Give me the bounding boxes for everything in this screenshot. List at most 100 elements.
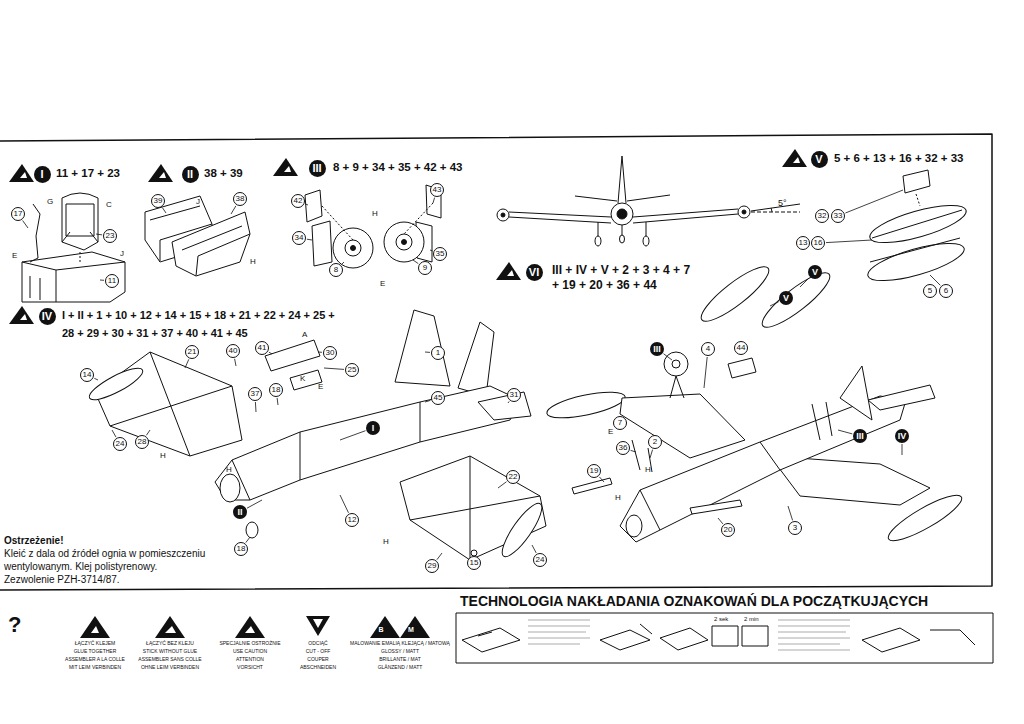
callout-text: 35 bbox=[436, 250, 445, 258]
leader-line bbox=[340, 431, 366, 440]
callout-number: 45 bbox=[431, 391, 445, 405]
leader-line bbox=[413, 260, 418, 264]
leader-line bbox=[231, 206, 236, 214]
callout-number: 41 bbox=[255, 341, 269, 355]
callout-number: 25 bbox=[345, 363, 359, 377]
subassembly-marker: V bbox=[779, 291, 793, 305]
callout-number: 43 bbox=[430, 183, 444, 197]
callout-text: 20 bbox=[724, 526, 733, 534]
part-label: E bbox=[12, 251, 17, 260]
callout-text: 32 bbox=[818, 212, 827, 220]
front-view-aircraft bbox=[497, 156, 800, 246]
part-label: E bbox=[318, 382, 323, 391]
callout-text: 38 bbox=[236, 195, 245, 203]
part-label: ŁĄCZYĆ KLEJEM bbox=[75, 641, 116, 647]
leader-line bbox=[112, 430, 116, 437]
callout-text: 6 bbox=[944, 287, 948, 295]
subassembly-marker: IV bbox=[895, 429, 909, 443]
leader-line bbox=[235, 359, 236, 366]
leader-line bbox=[437, 553, 442, 560]
callout-text: 18 bbox=[237, 545, 246, 553]
part-label: Zezwolenie PZH-3714/87. bbox=[4, 574, 120, 586]
callout-text: 39 bbox=[154, 197, 163, 205]
part-label: H bbox=[383, 537, 389, 546]
callout-number: 33 bbox=[831, 209, 845, 223]
leader-line bbox=[430, 250, 433, 251]
glue-icons bbox=[9, 149, 807, 324]
callout-number: 19 bbox=[587, 464, 601, 478]
callout-text: 42 bbox=[294, 197, 303, 205]
part-label: ODCIĄĆ bbox=[308, 641, 327, 647]
part-label: J bbox=[196, 197, 200, 206]
leader-line bbox=[100, 280, 104, 281]
callout-text: 18 bbox=[272, 386, 281, 394]
callout-number: 7 bbox=[613, 416, 627, 430]
callout-text: V bbox=[783, 294, 789, 303]
callout-text: 40 bbox=[229, 347, 238, 355]
callout-text: 15 bbox=[470, 559, 479, 567]
leader-line bbox=[340, 495, 349, 513]
part-label: G bbox=[47, 197, 53, 206]
callout-number: 6 bbox=[939, 284, 953, 298]
exploded-airframe bbox=[86, 310, 548, 561]
part-label: H bbox=[645, 465, 651, 474]
callout-text: 2 bbox=[653, 438, 657, 446]
leader-line bbox=[845, 190, 903, 213]
callout-number: 34 bbox=[292, 231, 306, 245]
callout-text: 25 bbox=[348, 366, 357, 374]
callout-text: 21 bbox=[188, 348, 197, 356]
callout-number: 29 bbox=[425, 559, 439, 573]
assembled-aircraft bbox=[545, 259, 967, 547]
part-label: III + IV + V + 2 + 3 + 4 + 7 + 19 + 20 +… bbox=[552, 263, 696, 293]
leader-line bbox=[704, 357, 707, 388]
callout-number: 15 bbox=[467, 556, 481, 570]
callout-number: 32 bbox=[815, 209, 829, 223]
callout-number: 44 bbox=[734, 341, 748, 355]
callout-number: 36 bbox=[616, 441, 630, 455]
part-label: STICK WITHOUT GLUE bbox=[143, 649, 197, 655]
part-label: ABSCHNEIDEN bbox=[300, 665, 336, 671]
callout-number: 2 bbox=[648, 435, 662, 449]
callout-number: 9 bbox=[418, 261, 432, 275]
part-label: 11 + 17 + 23 bbox=[56, 167, 120, 180]
part-label: M bbox=[408, 626, 414, 634]
leader-line bbox=[498, 482, 507, 488]
subassembly-marker: III bbox=[650, 342, 664, 356]
part-label: J bbox=[120, 249, 124, 258]
callout-number: 11 bbox=[105, 274, 119, 288]
part-label: MIT LEIM VERBINDEN bbox=[69, 665, 121, 671]
part-label: 5° bbox=[778, 198, 787, 208]
step-badge: III bbox=[309, 160, 326, 177]
step-badge: II bbox=[182, 166, 199, 183]
callout-number: 1 bbox=[431, 346, 445, 360]
callout-text: 30 bbox=[326, 349, 335, 357]
leader-line bbox=[324, 368, 344, 369]
callout-text: 11 bbox=[108, 277, 116, 285]
callout-number: 35 bbox=[433, 247, 447, 261]
part-label: A bbox=[302, 330, 307, 339]
part-label: ? bbox=[8, 612, 21, 637]
callout-text: 12 bbox=[348, 516, 357, 524]
callout-text: II bbox=[187, 169, 193, 180]
part-label: SPECJALNIE OSTROŻNIE bbox=[219, 641, 280, 647]
leader-line bbox=[532, 545, 536, 553]
callout-number: 37 bbox=[248, 387, 262, 401]
callout-text: 34 bbox=[295, 234, 304, 242]
callout-text: III bbox=[653, 345, 661, 354]
callout-text: III bbox=[312, 163, 321, 174]
callout-text: 7 bbox=[618, 419, 622, 427]
landing-gear bbox=[305, 185, 441, 268]
callout-text: 4 bbox=[706, 345, 710, 353]
callout-text: 19 bbox=[590, 467, 599, 475]
cockpit-panels bbox=[145, 196, 250, 276]
callout-number: 28 bbox=[135, 435, 149, 449]
callout-text: I bbox=[372, 424, 375, 433]
leader-line bbox=[246, 537, 250, 543]
leader-line bbox=[342, 262, 344, 264]
callout-text: 45 bbox=[434, 394, 443, 402]
callout-text: 37 bbox=[251, 390, 260, 398]
callout-number: 42 bbox=[291, 194, 305, 208]
leader-line bbox=[800, 278, 809, 287]
